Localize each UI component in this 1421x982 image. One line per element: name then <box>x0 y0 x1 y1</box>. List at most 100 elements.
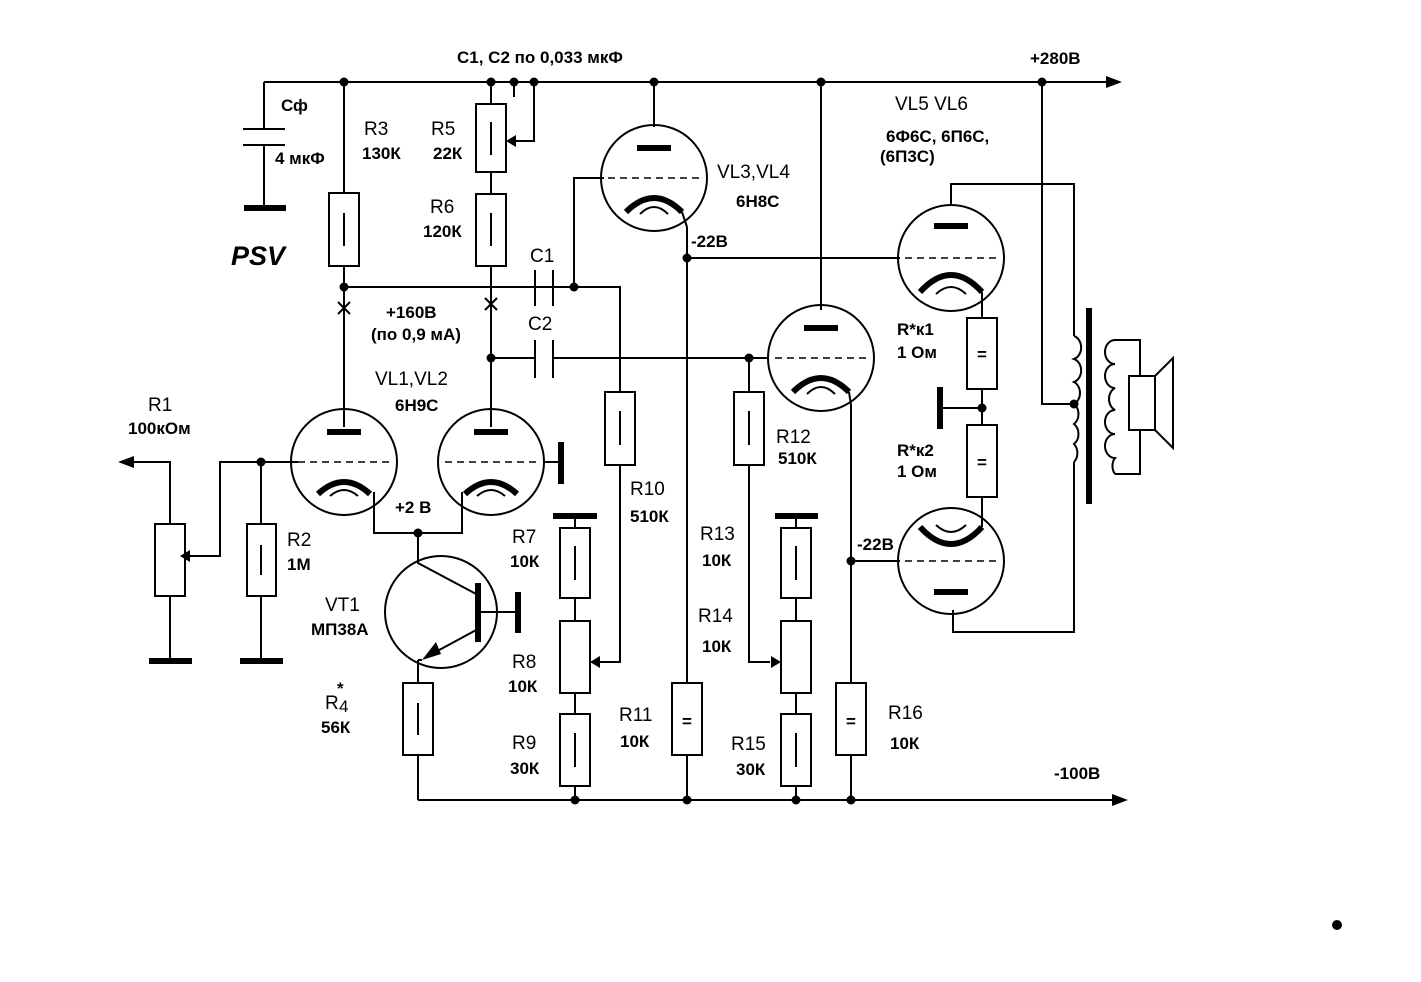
r7-resistor <box>559 527 591 599</box>
c1-label: С1 <box>530 246 554 267</box>
r10-value: 510К <box>630 507 669 526</box>
vl3-tube <box>600 124 708 232</box>
vl1-tube <box>290 408 398 516</box>
r12-label: R12 <box>776 427 811 448</box>
r3-label: R3 <box>364 119 388 140</box>
r9-label: R9 <box>512 733 536 754</box>
junction-dots <box>256 77 1342 930</box>
vl34-label: VL3,VL4 <box>717 162 790 183</box>
r16-label: R16 <box>888 703 923 724</box>
rk2-value: 1 Ом <box>897 462 937 481</box>
rk1-mark: = <box>977 345 987 364</box>
wires <box>118 76 1141 806</box>
capacitor-note: С1, С2 по 0,033 мкФ <box>457 48 623 67</box>
r15-value: 30К <box>736 760 766 779</box>
rk2-label: R*к2 <box>897 441 934 460</box>
r3-resistor <box>328 192 360 267</box>
r4-star: * <box>337 679 344 698</box>
cf-capacitor <box>243 128 285 146</box>
r13-value: 10К <box>702 551 732 570</box>
r14-value: 10К <box>702 637 732 656</box>
r16-resistor: = <box>835 682 867 756</box>
rk2-resistor: = <box>966 424 998 498</box>
vl12-type: 6Н9С <box>395 396 438 415</box>
r1-label: R1 <box>148 395 172 416</box>
r14-label: R14 <box>698 606 733 627</box>
c2-capacitor <box>534 340 554 378</box>
r6-resistor <box>475 193 507 267</box>
r8-label: R8 <box>512 652 536 673</box>
r4-value: 56К <box>321 718 351 737</box>
vl2-tube <box>437 408 545 516</box>
title-psv: PSV <box>231 241 287 271</box>
vt1-type: МП38А <box>311 620 369 639</box>
r4-label: R <box>325 693 339 714</box>
r6-value: 120К <box>423 222 462 241</box>
ground-bars <box>149 205 943 664</box>
r9-resistor <box>559 713 591 787</box>
r16-mark: = <box>846 712 856 731</box>
cathode-node-voltage: +2 В <box>395 498 431 517</box>
r1-value: 100кОм <box>128 419 191 438</box>
rk1-value: 1 Ом <box>897 343 937 362</box>
r13-resistor <box>780 527 812 599</box>
r13-label: R13 <box>700 524 735 545</box>
vt1-transistor <box>384 555 502 669</box>
r11-mark: = <box>682 712 692 731</box>
cf-label: Сф <box>281 96 308 115</box>
r15-label: R15 <box>731 734 766 755</box>
vl56-type2: (6П3С) <box>880 147 935 166</box>
vl6-cathode-voltage: -22В <box>857 535 894 554</box>
c1-capacitor <box>534 270 554 306</box>
output-transformer <box>1071 308 1117 504</box>
cf-value: 4 мкФ <box>275 149 325 168</box>
r6-label: R6 <box>430 197 454 218</box>
r5-label: R5 <box>431 119 455 140</box>
vl5-tube <box>897 204 1005 312</box>
r2-value: 1М <box>287 555 311 574</box>
plate-node-voltage: +160В <box>386 303 437 322</box>
r11-resistor: = <box>671 682 703 756</box>
resistors: = = = = <box>154 103 998 787</box>
vl12-label: VL1,VL2 <box>375 369 448 390</box>
vl34-type: 6Н8С <box>736 192 779 211</box>
c2-label: С2 <box>528 314 552 335</box>
rk1-resistor: = <box>966 317 998 390</box>
vl6-tube <box>897 507 1005 615</box>
vl56-label: VL5 VL6 <box>895 94 968 115</box>
rail-minus-label: -100В <box>1054 764 1100 783</box>
r5-resistor <box>475 103 516 173</box>
r10-resistor <box>604 391 636 466</box>
rail-plus-label: +280В <box>1030 49 1081 68</box>
r12-resistor <box>733 391 765 466</box>
r2-resistor <box>246 523 277 597</box>
r12-value: 510К <box>778 449 817 468</box>
r7-label: R7 <box>512 527 536 548</box>
vt1-label: VT1 <box>325 595 360 616</box>
rk1-label: R*к1 <box>897 320 934 339</box>
r11-label: R11 <box>619 705 652 726</box>
vl4-tube <box>749 304 875 412</box>
r15-resistor <box>780 713 812 787</box>
r14-resistor <box>771 620 812 694</box>
r1-resistor <box>154 523 186 597</box>
r5-value: 22К <box>433 144 463 163</box>
vl56-type1: 6Ф6С, 6П6С, <box>886 127 989 146</box>
rk2-mark: = <box>977 453 987 472</box>
r16-value: 10К <box>890 734 920 753</box>
plate-node-current: (по 0,9 мА) <box>371 325 461 344</box>
break-marks <box>337 297 498 315</box>
r4-resistor <box>402 682 434 756</box>
r3-value: 130К <box>362 144 401 163</box>
r7-value: 10К <box>510 552 540 571</box>
r4-sub: 4 <box>339 697 348 716</box>
r11-value: 10К <box>620 732 650 751</box>
r8-value: 10К <box>508 677 538 696</box>
r9-value: 30К <box>510 759 540 778</box>
vl34-cathode-voltage: -22В <box>691 232 728 251</box>
labels: PSV +280В -100В С1, С2 по 0,033 мкФ Сф 4… <box>128 48 1100 783</box>
speaker-icon <box>1128 355 1174 451</box>
r10-label: R10 <box>630 479 665 500</box>
r8-resistor <box>559 620 600 694</box>
